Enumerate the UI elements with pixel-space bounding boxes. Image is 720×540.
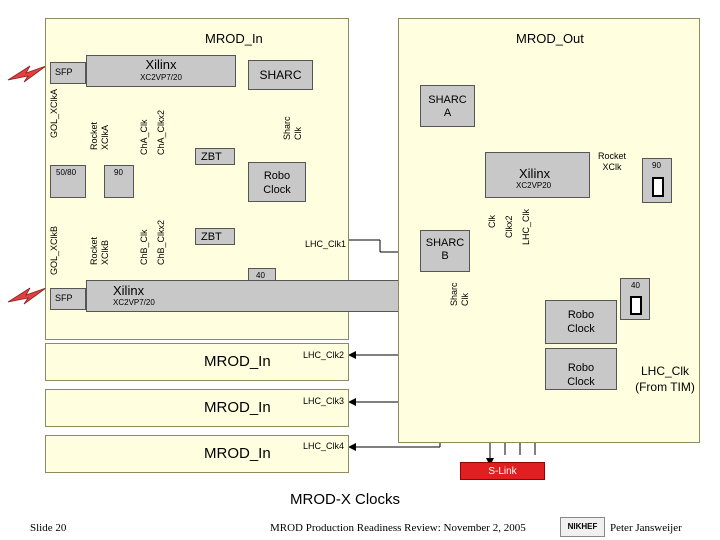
xilinx-top: Xilinx XC2VP7/20 bbox=[86, 55, 236, 87]
sharc-b-line2: B bbox=[441, 250, 449, 262]
lhc-clk1-label: LHC_Clk1 bbox=[305, 239, 347, 249]
chb-clkx2-label: ChB_Clkx2 bbox=[156, 219, 166, 265]
sharc-b: SHARC B bbox=[420, 230, 470, 272]
robo-clock-in-line1: Robo bbox=[263, 170, 291, 182]
xilinx-bottom-part: XC2VP7/20 bbox=[113, 298, 155, 307]
cha-clkx2-label: ChA_Clkx2 bbox=[156, 109, 166, 155]
osc-90-out-label: 90 bbox=[652, 161, 661, 170]
osc-40-in-label: 40 bbox=[256, 271, 265, 280]
s-link: S-Link bbox=[460, 462, 545, 480]
lhc-clk3-label: LHC_Clk3 bbox=[303, 396, 345, 406]
review-caption: MROD Production Readiness Review: Novemb… bbox=[270, 522, 526, 534]
clk-label: Clk bbox=[487, 215, 497, 228]
robo-clock-out-2: Robo Clock bbox=[545, 348, 617, 390]
gol-xclka-label: GOL_XClkA bbox=[49, 88, 59, 138]
sharc-a-line2: A bbox=[443, 107, 452, 119]
sfp-bottom-label: SFP bbox=[55, 293, 73, 303]
lhc-clk-tim-line1: LHC_Clk bbox=[640, 364, 689, 378]
mrod-in-row-3-title: MROD_In bbox=[204, 445, 271, 462]
rocket-xclkb-line1: Rocket bbox=[89, 236, 99, 265]
lhc-clk2-label: LHC_Clk2 bbox=[303, 350, 345, 360]
sharc-clk-line1: Sharc bbox=[282, 116, 292, 140]
mrod-in-row-2: MROD_In bbox=[45, 389, 349, 427]
mrod-in-row-2-title: MROD_In bbox=[204, 399, 271, 416]
zbt-bottom: ZBT bbox=[195, 228, 235, 245]
slide-title: MROD-X Clocks bbox=[290, 491, 401, 508]
robo-clock-out-1: Robo Clock bbox=[545, 300, 617, 344]
crystal-icon bbox=[630, 296, 642, 315]
xilinx-bottom: Xilinx XC2VP7/20 bbox=[86, 280, 442, 312]
robo-clock-out-2-line1: Robo bbox=[567, 362, 595, 374]
mrod-in-title: MROD_In bbox=[205, 31, 263, 46]
osc-90-in-label: 90 bbox=[114, 168, 123, 177]
slide-number: Slide 20 bbox=[30, 522, 67, 534]
zbt-top: ZBT bbox=[195, 148, 235, 165]
lhc-clk-tim-line2: (From TIM) bbox=[635, 380, 695, 394]
sharc-a-line1: SHARC bbox=[428, 94, 467, 106]
sharc-in-label: SHARC bbox=[259, 68, 302, 82]
nikhef-logo: NIKHEF bbox=[560, 517, 605, 537]
sharc-b-line1: SHARC bbox=[425, 237, 465, 249]
gol-xclkb-label: GOL_XClkB bbox=[49, 225, 59, 275]
zbt-top-label: ZBT bbox=[201, 151, 222, 163]
robo-clock-in-line2: Clock bbox=[263, 184, 291, 196]
xilinx-top-part: XC2VP7/20 bbox=[140, 73, 182, 82]
mrod-in-row-1: MROD_In bbox=[45, 343, 349, 381]
robo-clock-out-1-line1: Robo bbox=[567, 309, 595, 321]
sharc-clk-out-line2: Clk bbox=[460, 293, 470, 306]
sfp-top: SFP bbox=[50, 62, 86, 84]
osc-90-out: 90 bbox=[642, 158, 672, 203]
mrod-in-row-3: MROD_In bbox=[45, 435, 349, 473]
xilinx-bottom-label: Xilinx bbox=[113, 283, 145, 298]
rocket-xclk-line1: Rocket bbox=[597, 151, 626, 161]
clkx2-label: Clkx2 bbox=[504, 215, 514, 238]
xilinx-out: Xilinx XC2VP20 bbox=[485, 152, 590, 198]
robo-clock-out-1-line2: Clock bbox=[567, 323, 595, 335]
sfp-bottom: SFP bbox=[50, 288, 86, 310]
osc-5080-label: 50/80 bbox=[56, 168, 77, 177]
sharc-a: SHARC A bbox=[420, 85, 475, 127]
rocket-xclka-line1: Rocket bbox=[89, 121, 99, 150]
robo-clock-out-2-line2: Clock bbox=[567, 376, 595, 388]
rocket-xclkb-line2: XClkB bbox=[100, 239, 110, 265]
sfp-top-label: SFP bbox=[55, 67, 73, 77]
crystal-icon bbox=[652, 177, 664, 197]
rocket-xclka-line2: XClkA bbox=[100, 124, 110, 150]
robo-clock-in: Robo Clock bbox=[248, 162, 306, 202]
lhc-clk4-label: LHC_Clk4 bbox=[303, 441, 345, 451]
sharc-in: SHARC bbox=[248, 60, 313, 90]
rocket-xclk-line2: XClk bbox=[602, 162, 622, 172]
sharc-clk-out-line1: Sharc bbox=[449, 282, 459, 306]
xilinx-top-label: Xilinx bbox=[145, 57, 177, 72]
nikhef-logo-text: NIKHEF bbox=[567, 522, 598, 531]
osc-40-out: 40 bbox=[620, 278, 650, 320]
osc-40-out-label: 40 bbox=[631, 281, 640, 290]
xilinx-out-label: Xilinx bbox=[519, 166, 551, 181]
s-link-label: S-Link bbox=[488, 466, 517, 477]
cha-clk-label: ChA_Clk bbox=[139, 119, 149, 155]
xilinx-out-part: XC2VP20 bbox=[516, 181, 552, 190]
zbt-bottom-label: ZBT bbox=[201, 231, 222, 243]
sharc-clk-line2: Clk bbox=[293, 127, 303, 140]
author-caption: Peter Jansweijer bbox=[610, 522, 682, 534]
chb-clk-label: ChB_Clk bbox=[139, 229, 149, 265]
lhc-clk-out-label: LHC_Clk bbox=[521, 208, 531, 245]
mrod-in-row-1-title: MROD_In bbox=[204, 353, 271, 370]
osc-90-in: 90 bbox=[104, 165, 134, 198]
osc-5080: 50/80 bbox=[50, 165, 86, 198]
mrod-out-title: MROD_Out bbox=[516, 31, 584, 46]
